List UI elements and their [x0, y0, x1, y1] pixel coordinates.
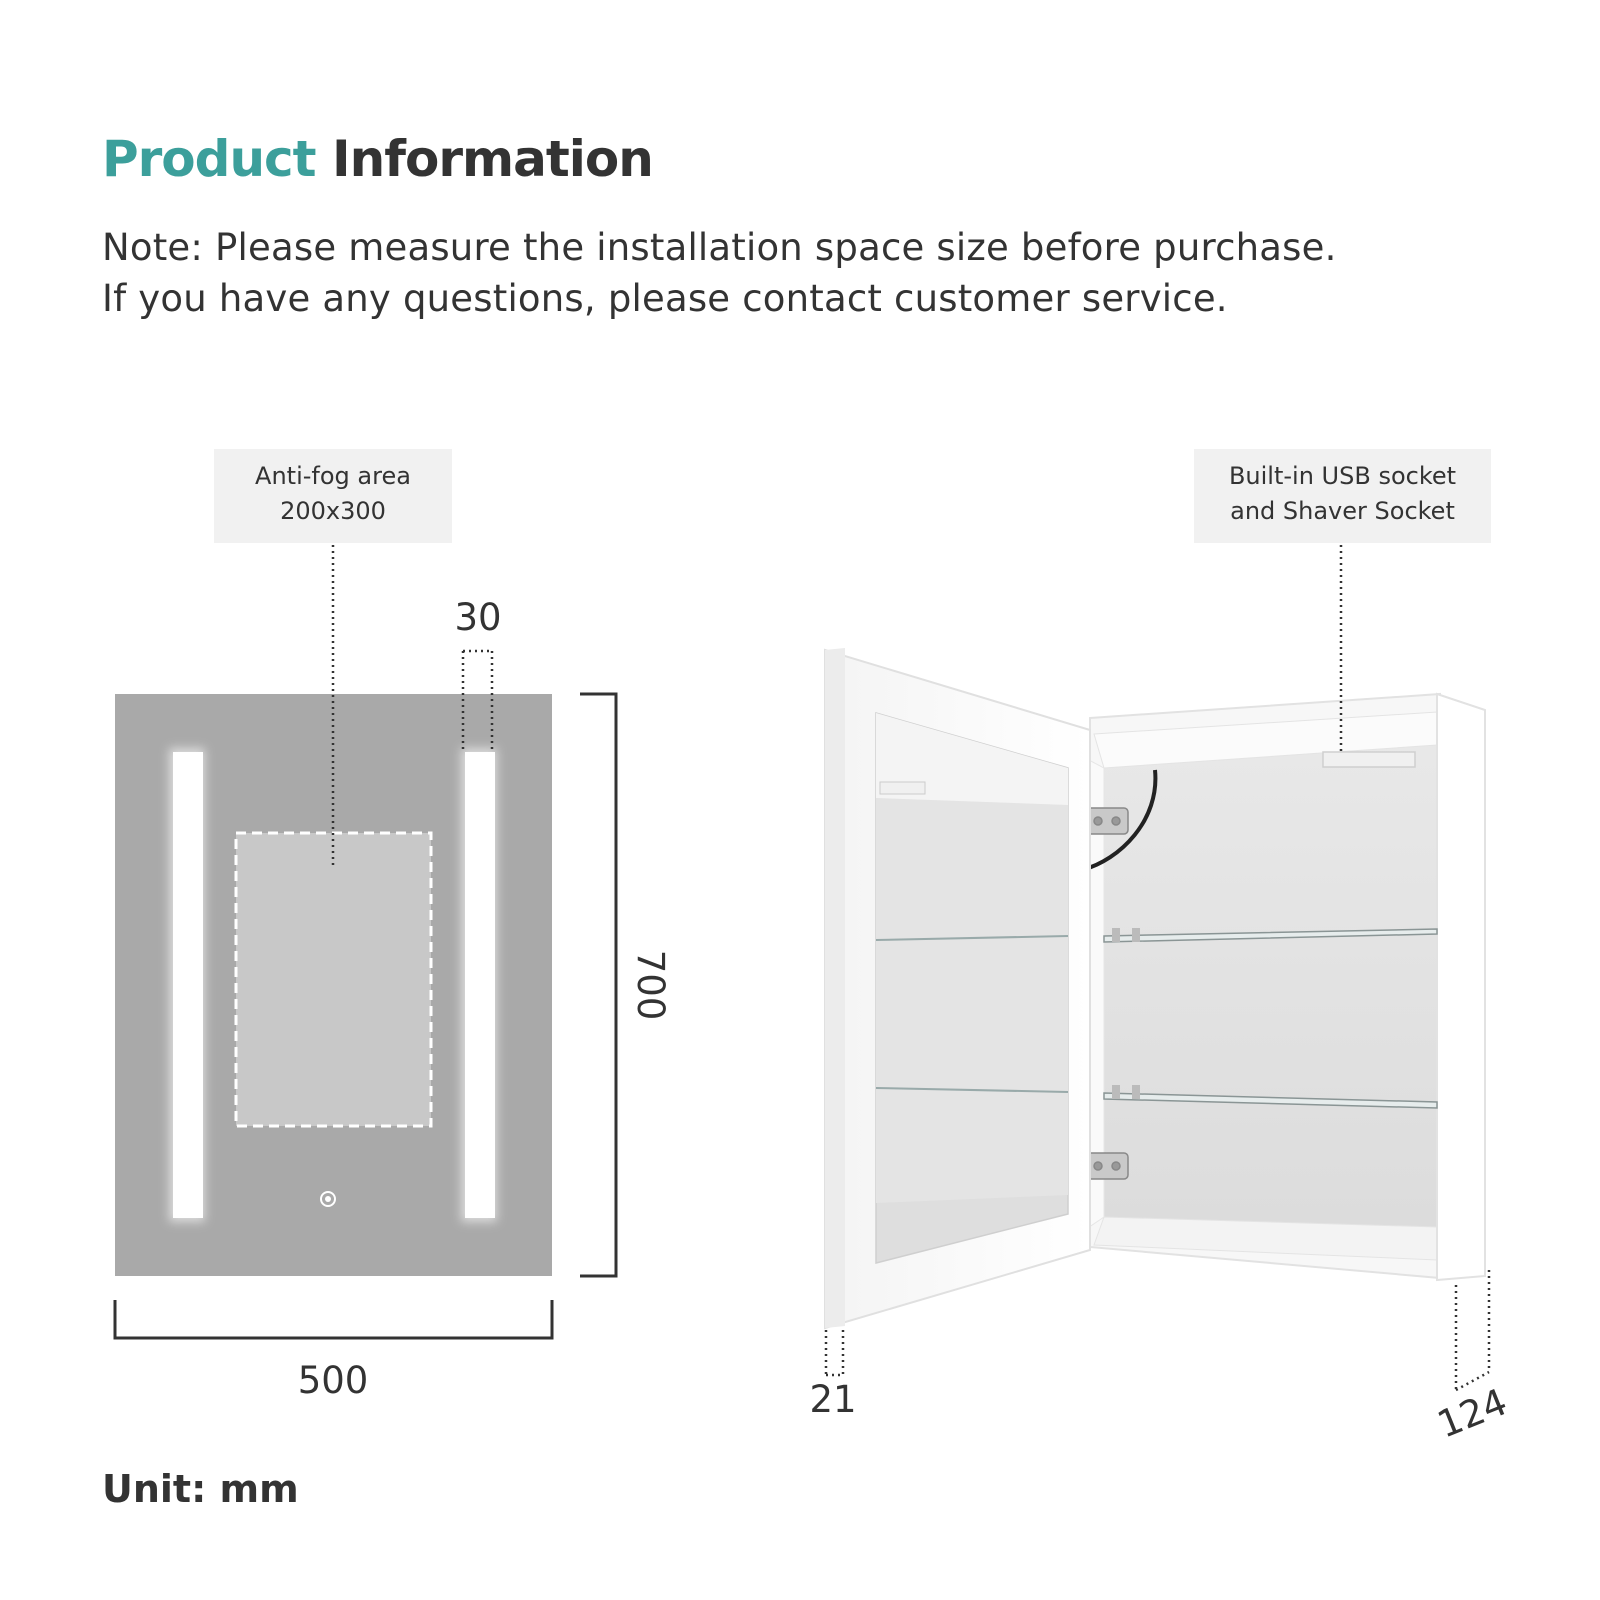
- cabinet-open-view: 21 124: [809, 545, 1513, 1447]
- height-dimension-bracket: [580, 692, 618, 1278]
- usb-socket-callout: Built-in USB socket and Shaver Socket: [1194, 449, 1491, 543]
- door-thickness-dimension: [824, 1330, 845, 1377]
- title-accent: Product: [102, 130, 317, 188]
- purchase-note: Note: Please measure the installation sp…: [102, 222, 1337, 324]
- antifog-callout-line-1: Anti-fog area: [255, 462, 411, 490]
- title-rest: Information: [332, 130, 654, 188]
- usb-callout-line-2: and Shaver Socket: [1230, 497, 1455, 525]
- cabinet-interior: [1104, 745, 1437, 1227]
- note-line-2: If you have any questions, please contac…: [102, 277, 1228, 320]
- led-strip-right: [465, 752, 495, 1218]
- cabinet-depth-label: 124: [1432, 1380, 1514, 1446]
- note-line-1: Note: Please measure the installation sp…: [102, 226, 1337, 269]
- strip-width-dimension: [461, 649, 494, 750]
- unit-label: Unit: mm: [102, 1467, 299, 1511]
- width-label: 500: [298, 1359, 369, 1402]
- height-label: 700: [629, 950, 672, 1021]
- cabinet-depth-dimension: [1454, 1270, 1491, 1392]
- strip-width-label: 30: [454, 596, 501, 639]
- door-thickness-label: 21: [809, 1378, 856, 1421]
- antifog-area: [234, 831, 433, 1128]
- power-touch-icon: [320, 1191, 336, 1207]
- mirror-reflection-interior: [876, 798, 1068, 1203]
- width-dimension-bracket: [113, 1300, 554, 1340]
- usb-socket: [1322, 751, 1416, 768]
- antifog-callout-line-2: 200x300: [280, 497, 386, 525]
- led-strip-left: [173, 752, 203, 1218]
- glass-shelves: [1103, 928, 1438, 1109]
- page-title: Product Information: [102, 130, 654, 188]
- usb-callout-line-1: Built-in USB socket: [1228, 462, 1457, 490]
- cabinet-right-side: [1436, 692, 1486, 1282]
- front-view: 30 700 500: [113, 545, 672, 1402]
- door-edge: [825, 648, 845, 1328]
- antifog-callout: Anti-fog area 200x300: [214, 449, 452, 543]
